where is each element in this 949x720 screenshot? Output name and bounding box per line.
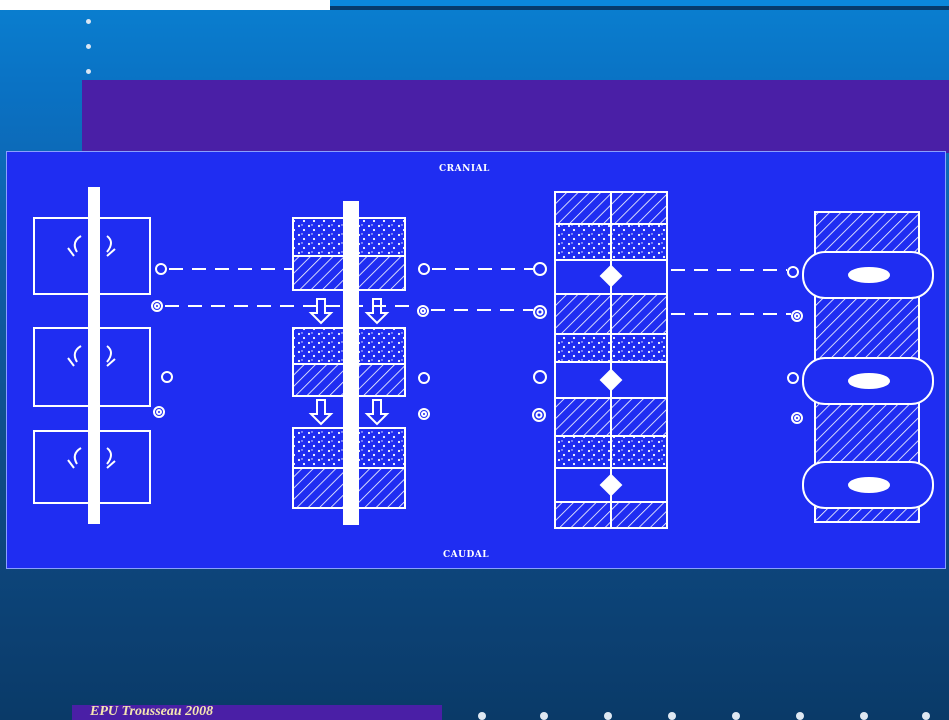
stage-4-mature-vertebrae: [803, 212, 933, 522]
slide-top-bar-highlight: [0, 0, 330, 10]
embryology-figure: CRANIAL CAUDAL: [6, 151, 946, 569]
title-band: [82, 80, 949, 153]
footer-dot: [604, 712, 612, 720]
footer-dot: [732, 712, 740, 720]
dashed-connectors: [165, 269, 791, 314]
stage-3-vertebral-bodies: [555, 192, 667, 528]
figure-label-cranial: CRANIAL: [439, 164, 490, 174]
footer-text: EPU Trousseau 2008: [90, 704, 213, 720]
slide-top-bar-shadow: [330, 6, 949, 10]
stage-2-resegmentation: [293, 202, 405, 524]
bullet-point: [86, 69, 91, 74]
figure-label-caudal: CAUDAL: [443, 550, 489, 560]
bullet-point: [86, 44, 91, 49]
somite-markers: [152, 263, 802, 423]
footer-dot: [796, 712, 804, 720]
footer-dot: [540, 712, 548, 720]
figure-drawing: [7, 152, 947, 570]
footer-dot: [922, 712, 930, 720]
footer-dot: [478, 712, 486, 720]
stage-1-notochord: [34, 188, 150, 523]
footer-dot: [860, 712, 868, 720]
footer-dot: [668, 712, 676, 720]
bullet-point: [86, 19, 91, 24]
